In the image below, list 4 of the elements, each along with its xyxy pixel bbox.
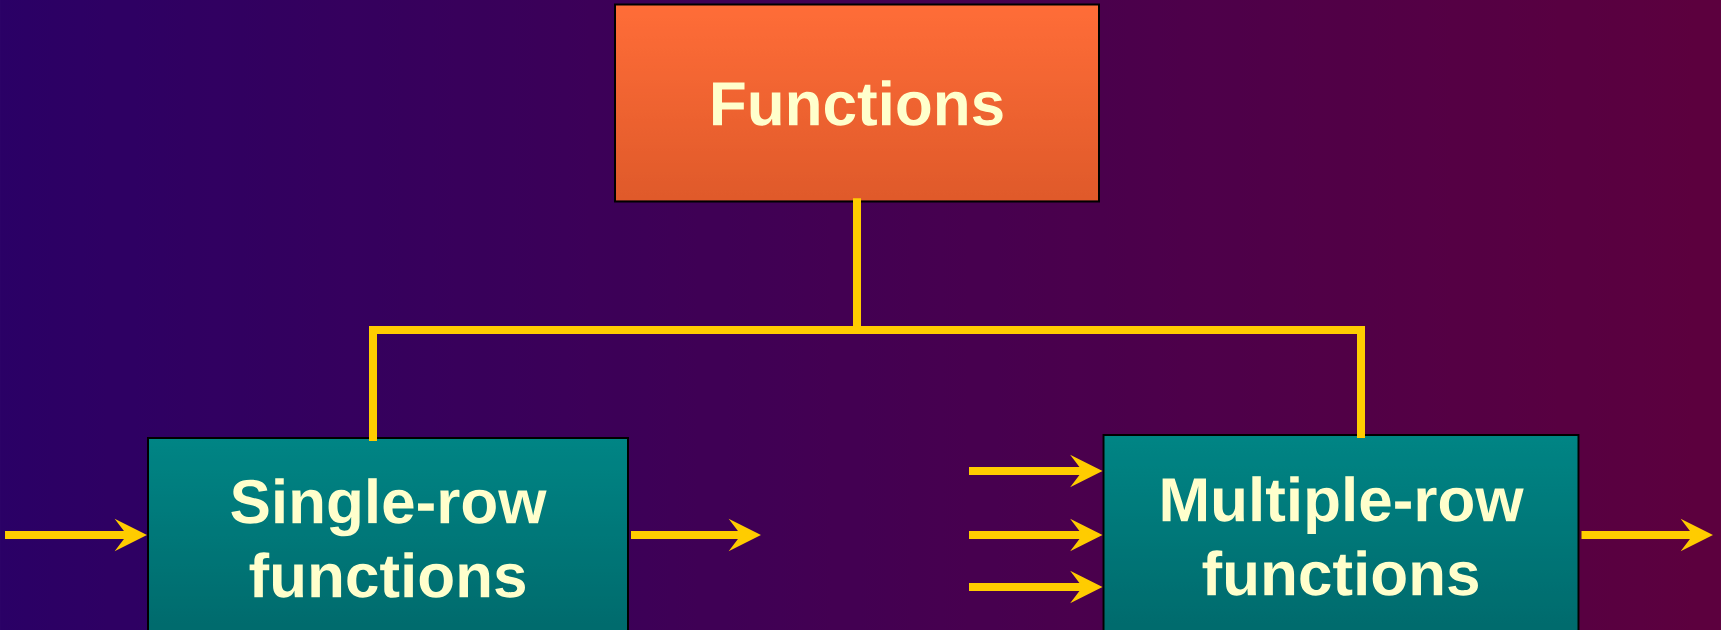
box: Single-row functions (147, 437, 629, 630)
connector-line (853, 198, 1365, 438)
box: Functions (614, 3, 1100, 203)
box: Multiple-row functions (1102, 434, 1580, 630)
